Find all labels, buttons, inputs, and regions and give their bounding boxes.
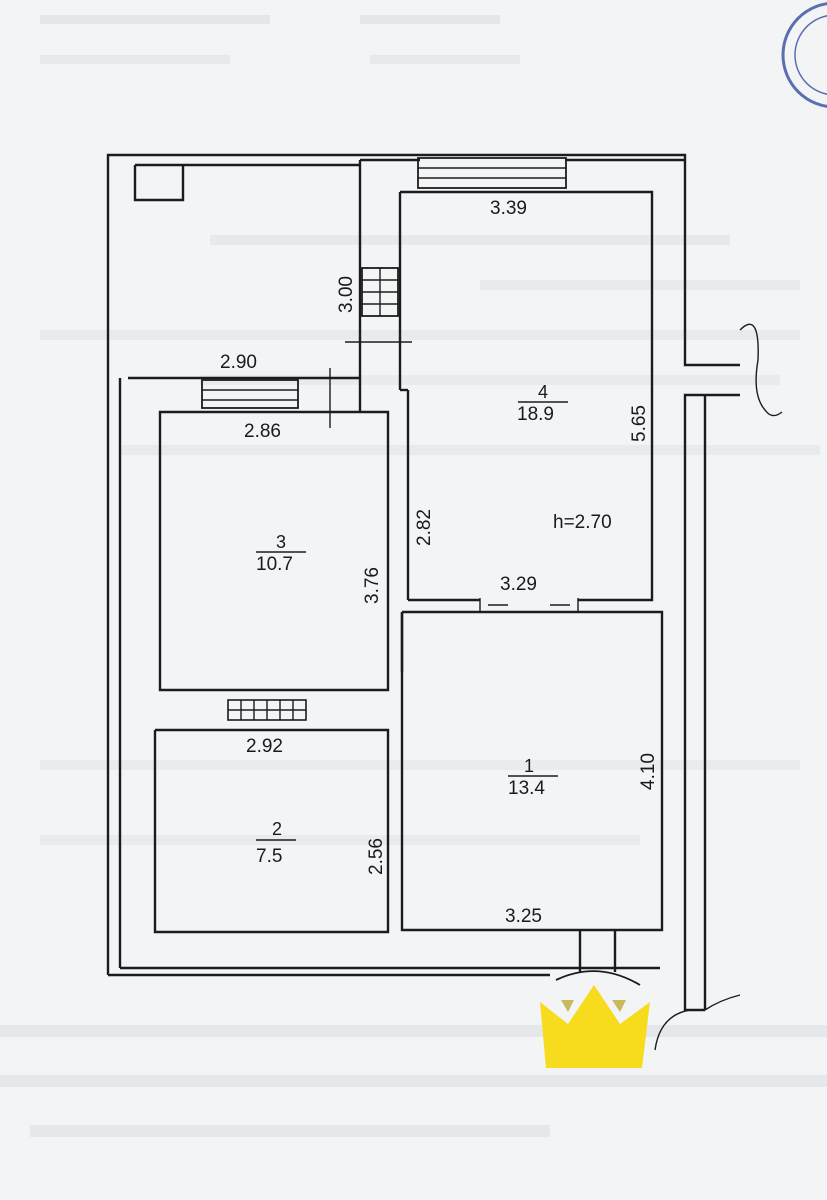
ceiling-height: h=2.70 bbox=[553, 512, 612, 533]
room-area: 7.5 bbox=[256, 846, 282, 867]
room-number: 1 bbox=[524, 756, 534, 776]
room-4-label: 4 18.9 bbox=[517, 382, 568, 425]
dim-2-82: 2.82 bbox=[414, 509, 435, 546]
dim-4-10: 4.10 bbox=[638, 753, 659, 790]
dim-3-76: 3.76 bbox=[362, 567, 383, 604]
dim-3-29: 3.29 bbox=[500, 574, 537, 595]
dim-2-86: 2.86 bbox=[244, 421, 281, 442]
dim-2-56: 2.56 bbox=[366, 838, 387, 875]
dim-2-92: 2.92 bbox=[246, 736, 283, 757]
dim-2-90: 2.90 bbox=[220, 352, 257, 373]
room-area: 13.4 bbox=[508, 778, 545, 799]
room-number: 2 bbox=[272, 819, 282, 839]
dim-3-25: 3.25 bbox=[505, 906, 542, 927]
dim-3-39: 3.39 bbox=[490, 198, 527, 219]
room-number: 3 bbox=[276, 532, 286, 552]
room-1-label: 1 13.4 bbox=[508, 756, 558, 799]
room-2-label: 2 7.5 bbox=[256, 819, 296, 867]
dim-3-00: 3.00 bbox=[336, 276, 357, 313]
walls bbox=[106, 153, 783, 1051]
crown-icon bbox=[540, 970, 650, 1068]
room-area: 10.7 bbox=[256, 554, 293, 575]
room-area: 18.9 bbox=[517, 404, 554, 425]
room-3-label: 3 10.7 bbox=[256, 532, 306, 575]
dimension-labels: 3.39 3.00 2.90 2.86 5.65 2.82 3.76 3.29 … bbox=[220, 198, 659, 927]
dim-5-65: 5.65 bbox=[629, 405, 650, 442]
room-number: 4 bbox=[538, 382, 548, 402]
seal-stamp bbox=[781, 2, 827, 108]
